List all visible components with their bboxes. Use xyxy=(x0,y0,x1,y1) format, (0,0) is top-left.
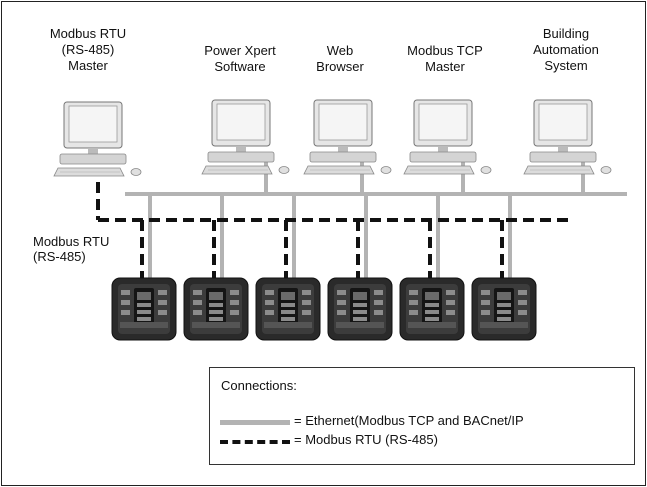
rtu-lines xyxy=(96,182,570,282)
legend-rtu-swatch xyxy=(220,440,290,444)
legend-title: Connections: xyxy=(221,378,297,393)
legend-rtu-label: = Modbus RTU (RS-485) xyxy=(294,432,438,447)
pc-tcp-master xyxy=(403,99,492,175)
meter-4 xyxy=(327,277,393,341)
meter-2 xyxy=(183,277,249,341)
pc-power-xpert xyxy=(201,99,290,175)
meter-6 xyxy=(471,277,537,341)
label-rtu-master: Modbus RTU(RS-485)Master xyxy=(49,26,127,73)
pc-rtu-master xyxy=(53,101,142,177)
legend: Connections: = Ethernet(Modbus TCP and B… xyxy=(209,367,635,465)
pc-bas xyxy=(523,99,612,175)
ethernet-lines xyxy=(125,162,627,282)
meter-1 xyxy=(111,277,177,341)
meter-3 xyxy=(255,277,321,341)
legend-ethernet-label: = Ethernet(Modbus TCP and BACnet/IP xyxy=(294,413,524,428)
pc-web-browser xyxy=(303,99,392,175)
meter-5 xyxy=(399,277,465,341)
rtu-side-label: Modbus RTU(RS-485) xyxy=(33,234,110,264)
legend-ethernet-swatch xyxy=(220,420,290,425)
